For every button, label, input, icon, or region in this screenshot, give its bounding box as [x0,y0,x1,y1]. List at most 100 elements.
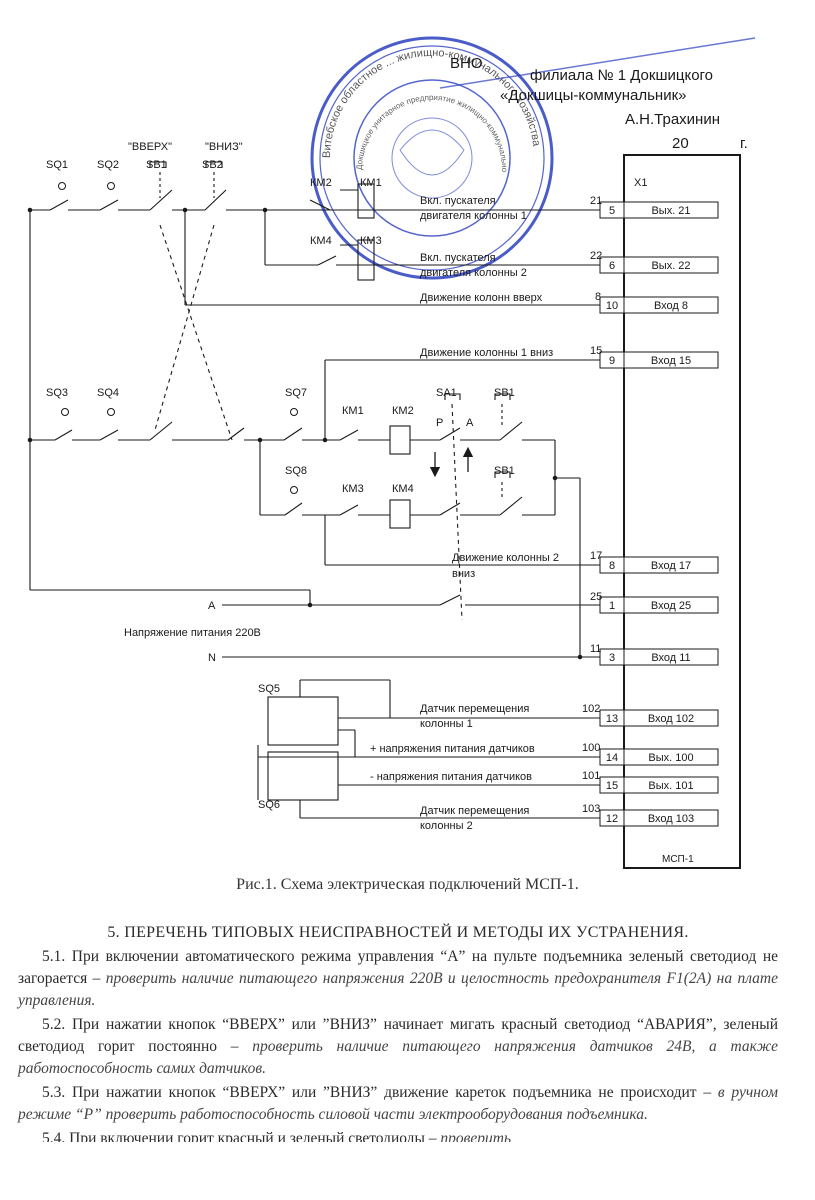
document-body: 5. ПЕРЕЧЕНЬ ТИПОВЫХ НЕИСПРАВНОСТЕЙ И МЕТ… [18,922,778,1144]
terminal-label-box [623,256,719,274]
terminal-label: Вых. 101 [648,780,693,792]
terminal-label: Вых. 21 [651,205,690,217]
limit-switch-symbols [27,182,583,660]
wire-num-100: 100 [582,742,600,754]
wire-15: Движение колонны 1 вниз [420,347,553,359]
label-sb1-mid: SB1 [494,387,515,399]
paragraph-5-1: 5.1. При включении автоматического режим… [18,948,778,1009]
label-sq6: SQ6 [258,799,280,811]
msp-box [623,154,741,869]
label-sq8: SQ8 [285,465,307,477]
terminal-pin: 13 [606,713,618,725]
label-sq5: SQ5 [258,683,280,695]
label-a: А [466,417,474,429]
wire-103-line2: колонны 2 [420,820,473,832]
label-phase-a: A [208,600,216,612]
terminal-label-box [623,648,719,666]
terminal-5: 5 Вых. 21 [599,201,719,219]
terminal-label: Вход 8 [654,300,688,312]
label-sq4: SQ4 [97,387,119,399]
wire-22-line2: двигателя колонны 2 [420,267,527,279]
terminal-pin: 6 [609,260,615,272]
terminal-label-box [623,748,719,766]
label-km3-top: КМ3 [360,235,382,247]
terminal-label-box [623,201,719,219]
terminal-1: 1 Вход 25 [599,596,719,614]
terminal-pin: 3 [609,652,615,664]
terminal-label: Вых. 100 [648,752,693,764]
wire-num-101: 101 [582,770,600,782]
label-km4-top: КМ4 [310,235,332,247]
label-sa1: SA1 [436,387,457,399]
terminal-pin: 5 [609,205,615,217]
terminal-pin: 1 [609,600,615,612]
terminal-pin: 8 [609,560,615,572]
wire-102-line1: Датчик перемещения [420,703,529,715]
label-up: "ВВЕРХ" [128,141,172,153]
label-sb1-low: SB1 [494,465,515,477]
label-sq2: SQ2 [97,159,119,171]
wire-num-102: 102 [582,703,600,715]
paragraph-5-3: 5.3. При нажатии кнопок “ВВЕРХ” или ”ВНИ… [18,1084,778,1123]
terminal-label-box [623,776,719,794]
wiring [29,161,600,819]
wire-8: Движение колонн вверх [420,292,543,304]
terminal-label-box [623,809,719,827]
label-km2-top: КМ2 [310,177,332,189]
wire-num-11: 11 [590,643,601,655]
approval-line-2: филиала № 1 Докшицкого [530,67,713,84]
terminal-label: Вых. 22 [651,260,690,272]
wire-num-25: 25 [590,591,602,603]
wire-num-22: 22 [590,250,602,262]
label-sq3: SQ3 [46,387,68,399]
wire-num-15: 15 [590,345,602,357]
label-down: "ВНИЗ" [205,141,243,153]
terminal-13: 13 Вход 102 [599,709,719,727]
x1-label: Х1 [634,177,647,189]
approval-line-1: ВНО [450,55,483,72]
approval-line-3: «Докшицы-коммунальник» [500,87,686,104]
approval-block: ВНО филиала № 1 Докшицкого «Докшицы-комм… [439,37,756,152]
label-sq1: SQ1 [46,159,68,171]
wire-num-21: 21 [590,195,602,207]
terminal-label: Вход 102 [648,713,694,725]
stamp-inner-text: Докшицкое унитарное предприятие жилищно-… [0,0,509,173]
terminal-label: Вход 25 [651,600,691,612]
terminal-label: Вход 15 [651,355,691,367]
terminal-pin: 15 [606,780,618,792]
label-km3-mid: КМ3 [342,483,364,495]
wire-num-17: 17 [590,550,602,562]
terminal-label: Вход 103 [648,813,694,825]
approval-line-4: А.Н.Трахинин [625,111,720,128]
wire-17-line1: Движение колонны 2 [452,552,559,564]
terminal-label-box [623,596,719,614]
label-km1-mid: КМ1 [342,405,364,417]
terminal-label-box [623,296,719,314]
terminal-label: Вход 11 [651,652,690,664]
label-p: Р [436,417,443,429]
label-neutral: N [208,652,216,664]
wire-num-8: 8 [595,291,601,303]
wire-101: - напряжения питания датчиков [370,771,532,783]
terminal-pin: 14 [606,752,618,764]
approval-line-6: г. [740,135,748,152]
paragraph-5-4: 5.4. При включении горит красный и зелен… [42,1130,512,1142]
svg-text:Докшицкое унитарное предприяти: Докшицкое унитарное предприятие жилищно-… [0,0,509,173]
approval-line-5: 20 [672,135,689,152]
stamp-seal: Витебское областное ... жилищно-коммунал… [0,0,554,280]
figure-caption: Рис.1. Схема электрическая подключений М… [236,876,579,893]
wire-21-line1: Вкл. пускателя [420,195,496,207]
wire-102-line2: колонны 1 [420,718,473,730]
section-title: 5. ПЕРЕЧЕНЬ ТИПОВЫХ НЕИСПРАВНОСТЕЙ И МЕТ… [107,924,689,941]
label-sq7: SQ7 [285,387,307,399]
terminal-label-box [623,556,719,574]
terminal-6: 6 Вых. 22 [599,256,719,274]
terminal-14: 14 Вых. 100 [599,748,719,766]
label-supply: Напряжение питания 220В [124,627,261,639]
wire-22-line1: Вкл. пускателя [420,252,496,264]
terminal-3: 3 Вход 11 [599,648,719,666]
